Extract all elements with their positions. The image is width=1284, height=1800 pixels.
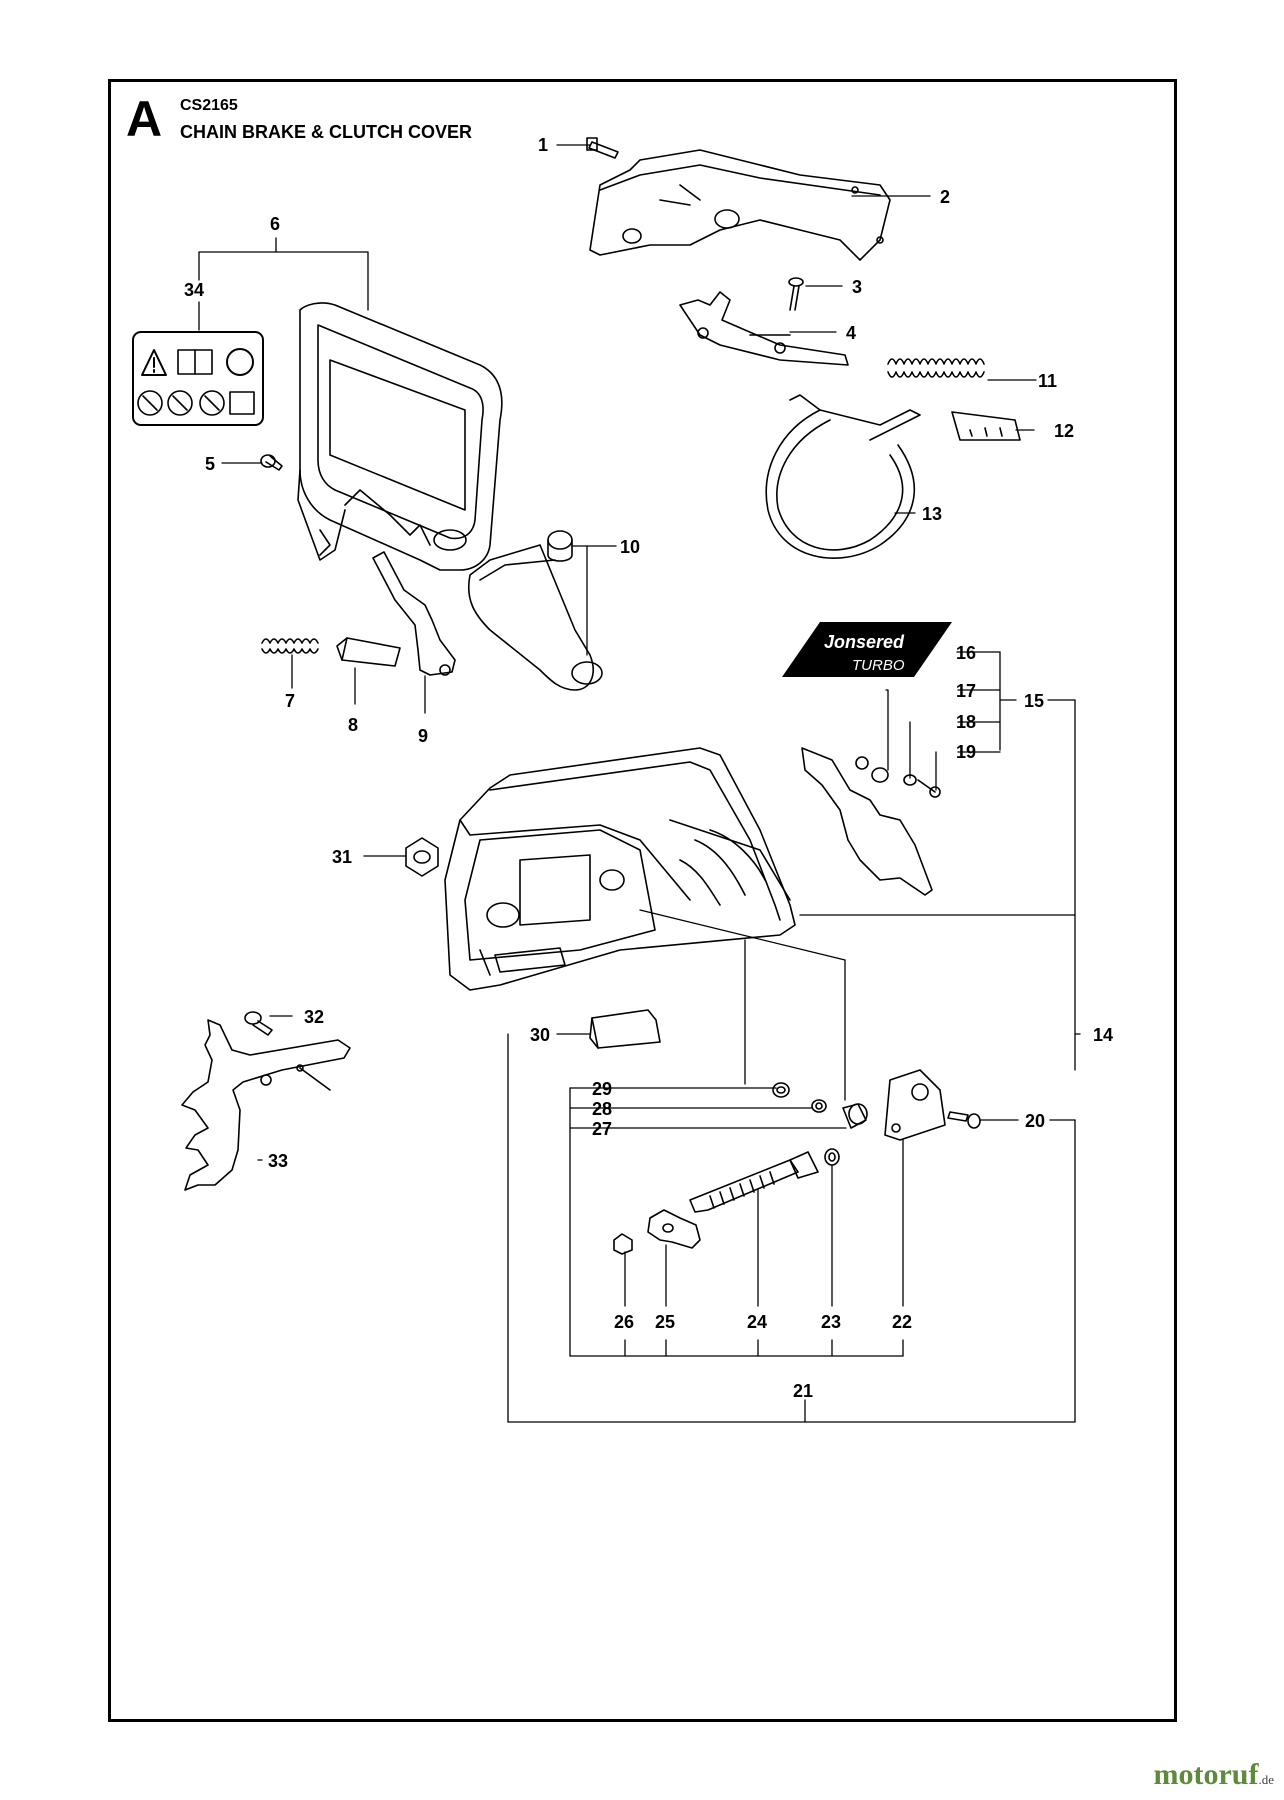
part-1-screw — [586, 137, 619, 159]
part-31-nut — [405, 837, 439, 877]
diagram-frame — [108, 79, 1177, 1722]
callout-8: 8 — [348, 715, 358, 735]
part-34-warning-decal — [132, 331, 264, 426]
callout-22: 22 — [892, 1312, 912, 1332]
callout-27: 27 — [592, 1119, 612, 1139]
part-27-gear — [842, 1103, 868, 1129]
callout-12: 12 — [1054, 421, 1074, 441]
callout-18: 18 — [956, 712, 976, 732]
callout-16: 16 — [956, 643, 976, 663]
part-6-hand-guard — [297, 302, 603, 691]
callout-5: 5 — [205, 454, 215, 474]
part-7-spring — [261, 638, 319, 654]
section-letter: A — [126, 91, 163, 147]
callout-26: 26 — [614, 1312, 634, 1332]
callout-30: 30 — [530, 1025, 550, 1045]
decal-brand-text: Jonsered — [824, 632, 905, 652]
part-12-sleeve — [951, 411, 1021, 441]
callout-31: 31 — [332, 847, 352, 867]
callout-19: 19 — [956, 742, 976, 762]
watermark-brand: motoruf — [1153, 1758, 1259, 1791]
part-24-tensioner-screw — [689, 1151, 819, 1213]
model-code: CS2165 — [180, 97, 238, 114]
callout-28: 28 — [592, 1099, 612, 1119]
callout-14: 14 — [1093, 1025, 1113, 1045]
decal-turbo-text: TURBO — [852, 657, 905, 674]
part-9-lever — [372, 551, 456, 676]
part-16-decal — [782, 622, 952, 677]
callout-23: 23 — [821, 1312, 841, 1332]
callout-17: 17 — [956, 681, 976, 701]
callout-15: 15 — [1024, 691, 1044, 711]
callout-9: 9 — [418, 726, 428, 746]
part-5-screw — [260, 454, 283, 471]
part-25-tensioner-nut — [647, 1209, 701, 1249]
part-15-chain-catcher — [801, 747, 941, 896]
section-title: CHAIN BRAKE & CLUTCH COVER — [180, 122, 472, 142]
part-4-lever — [679, 291, 849, 366]
callout-2: 2 — [940, 187, 950, 207]
callout-21: 21 — [793, 1381, 813, 1401]
part-3-screw — [788, 277, 804, 311]
callout-24: 24 — [747, 1312, 767, 1332]
leader-lines — [198, 144, 1081, 1423]
part-2-brake-cover — [589, 149, 891, 261]
part-20-screw — [947, 1111, 981, 1129]
callout-3: 3 — [852, 277, 862, 297]
callout-11: 11 — [1038, 371, 1057, 391]
callout-10: 10 — [620, 537, 640, 557]
part-23-washer — [824, 1148, 840, 1166]
part-28-washer — [811, 1099, 827, 1113]
callout-33: 33 — [268, 1151, 288, 1171]
part-29-washer — [772, 1082, 790, 1098]
part-8-block — [336, 637, 401, 667]
callout-1: 1 — [538, 135, 548, 155]
callout-34: 34 — [184, 280, 204, 300]
part-10-bushing — [547, 530, 573, 562]
part-22-bracket — [884, 1069, 946, 1141]
part-14-clutch-cover — [444, 747, 796, 991]
callout-13: 13 — [922, 504, 942, 524]
callout-25: 25 — [655, 1312, 675, 1332]
site-watermark: motoruf.de — [1153, 1758, 1274, 1792]
part-13-brake-band — [765, 394, 921, 559]
callout-7: 7 — [285, 691, 295, 711]
part-33-bumper-spike — [181, 1019, 351, 1191]
watermark-tld: .de — [1258, 1772, 1274, 1787]
callout-4: 4 — [846, 323, 856, 343]
callout-29: 29 — [592, 1079, 612, 1099]
callout-20: 20 — [1025, 1111, 1045, 1131]
callout-32: 32 — [304, 1007, 324, 1027]
part-26-small-nut — [613, 1233, 633, 1255]
part-30-pad — [589, 1009, 661, 1049]
callout-6: 6 — [270, 214, 280, 234]
part-11-spring — [887, 358, 985, 378]
part-32-screw — [244, 1011, 273, 1036]
